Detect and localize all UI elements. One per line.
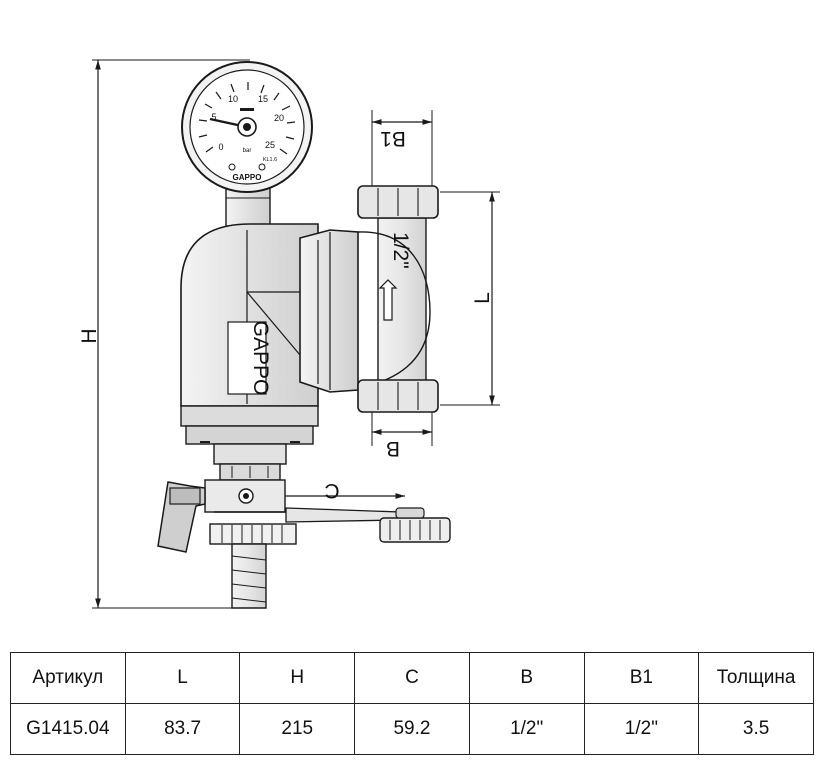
gauge-number-25: 25	[265, 140, 275, 150]
side-connector	[299, 229, 359, 393]
cell-b: 1/2"	[468, 703, 585, 755]
flow-arrow-icon	[378, 279, 398, 321]
technical-drawing: H L B1 B C	[78, 59, 500, 609]
dimension-b1-label: B1	[380, 127, 406, 150]
dimension-h-label: H	[78, 328, 101, 343]
gauge-ticks	[198, 82, 296, 155]
header-h: H	[239, 652, 356, 704]
table-row: G1415.04 83.7 215 59.2 1/2" 1/2" 3.5	[10, 703, 814, 755]
gauge-brand: GAPPO	[233, 173, 262, 182]
pipe-size-label: 1/2"	[389, 232, 412, 269]
header-l: L	[124, 652, 241, 704]
body-brand-label: GAPPO	[249, 321, 272, 396]
dimension-l: L	[440, 191, 500, 406]
dimension-b-label: B	[386, 437, 400, 460]
dimension-b: B	[371, 410, 433, 460]
table-header-row: Артикул L H C B B1 Толщина	[10, 652, 814, 704]
dimension-c-label: C	[324, 479, 339, 502]
pressure-gauge: 10 15 5 20 0 25 bar KL1.6 GAPPO	[181, 61, 313, 227]
gauge-number-5: 5	[211, 112, 216, 122]
dimension-b1: B1	[371, 110, 433, 186]
gauge-number-10: 10	[228, 94, 238, 104]
cell-article: G1415.04	[10, 703, 126, 755]
valve-handle	[157, 481, 206, 553]
cell-h: 215	[239, 703, 356, 755]
filter-body: GAPPO	[180, 223, 319, 445]
header-article: Артикул	[10, 652, 126, 704]
cell-l: 83.7	[124, 703, 241, 755]
gauge-number-20: 20	[274, 113, 284, 123]
spec-table: Артикул L H C B B1 Толщина G1415.04 83.7…	[10, 652, 814, 755]
header-b: B	[468, 652, 585, 704]
magnet-key	[285, 507, 451, 543]
gauge-class: KL1.6	[263, 157, 277, 163]
header-thickness: Толщина	[698, 652, 814, 704]
gauge-unit: bar	[243, 148, 252, 154]
header-b1: B1	[583, 652, 700, 704]
dimension-h: H	[78, 59, 255, 609]
vertical-pipe: 1/2"	[357, 185, 439, 413]
drain-valve	[204, 443, 297, 609]
cell-c: 59.2	[354, 703, 470, 755]
header-c: C	[354, 652, 470, 704]
dimension-l-label: L	[471, 292, 494, 304]
gauge-number-15: 15	[258, 94, 268, 104]
cell-b1: 1/2"	[583, 703, 700, 755]
gauge-number-0: 0	[218, 142, 223, 152]
cell-thickness: 3.5	[698, 703, 814, 755]
